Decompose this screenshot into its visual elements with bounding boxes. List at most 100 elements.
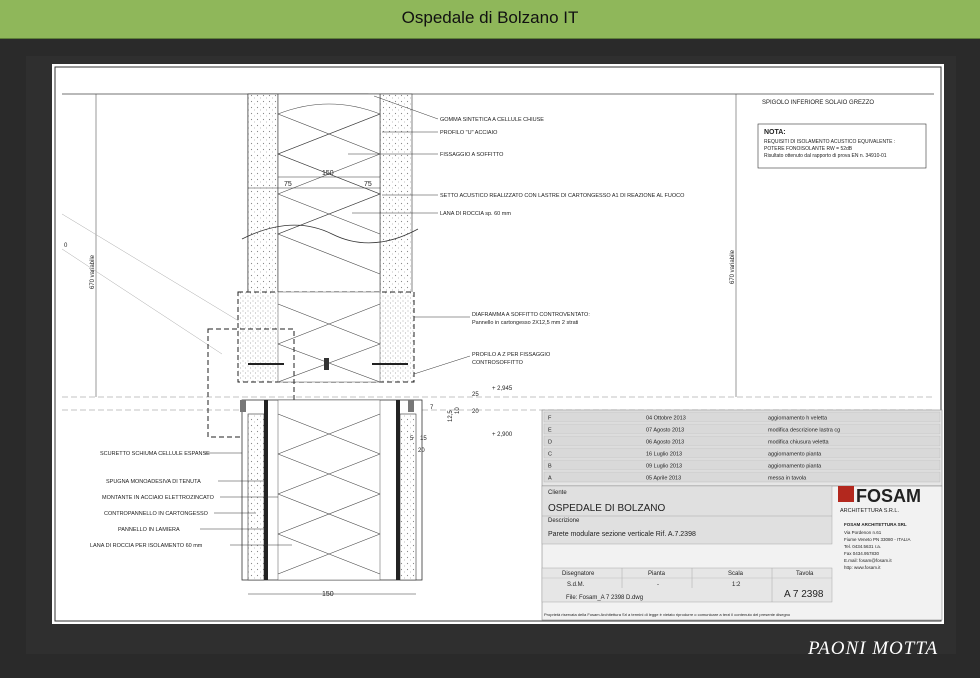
elev-2900: + 2,900 [492, 432, 513, 438]
revision-date: 05 Aprile 2013 [646, 476, 681, 482]
dim-10: 10 [455, 407, 461, 414]
tavola-label: Tavola [796, 571, 814, 577]
elev-2945: + 2,945 [492, 386, 513, 392]
drawing-sheet: SPIGOLO INFERIORE SOLAIO GREZZO 670 vari… [52, 64, 944, 624]
dim-25: 25 [472, 392, 479, 398]
company-tel: Tel. 0434.5631 r.a. [844, 544, 881, 549]
pianta-label: Pianta [648, 571, 666, 577]
label-fissaggio: FISSAGGIO A SOFFITTO [440, 152, 504, 158]
dim-7: 7 [430, 405, 434, 411]
revision-desc: aggiornamento h veletta [768, 416, 828, 422]
left-leaders [200, 452, 292, 546]
note-box [757, 123, 927, 169]
revision-date: 07 Agosto 2013 [646, 428, 684, 434]
panel-left [264, 400, 268, 580]
company-fax: Fax 0434.957830 [844, 551, 880, 556]
revision-desc: modifica chiusura veletta [768, 440, 829, 446]
revision-letter: B [548, 464, 552, 470]
hatch-2 [61, 248, 223, 355]
upper-board-left [247, 93, 279, 295]
section-drawing: SPIGOLO INFERIORE SOLAIO GREZZO 670 vari… [54, 66, 943, 622]
company-web: http: www.fosam.it [844, 565, 881, 570]
logo-text: FOSAM [856, 486, 921, 506]
hatch-1 [61, 213, 253, 330]
dim-150-top: 150 [322, 170, 334, 177]
descrizione-value: Parete modulare sezione verticale Rif. A… [548, 531, 696, 538]
upper-insulation [277, 93, 381, 295]
revision-row: D 06 Agosto 2013 modifica chiusura veletta [543, 435, 941, 447]
label-profilo-z-2: CONTROSOFFITTO [472, 360, 524, 366]
revision-date: 06 Agosto 2013 [646, 440, 684, 446]
dim-zero: 0 [64, 243, 68, 249]
break-line [241, 224, 419, 244]
cliente-label: Cliente [548, 490, 567, 496]
logo-subtitle: ARCHITETTURA S.R.L. [840, 508, 899, 514]
revision-row: A 05 Aprile 2013 messa in tavola [543, 471, 941, 483]
dim-125: 12,5 [448, 410, 454, 422]
company-addr2: Fiume Veneto PN 33080 - ITALIA [844, 537, 910, 542]
label-profilo-u: PROFILO "U" ACCIAIO [440, 130, 498, 136]
revision-row: C 16 Luglio 2013 aggiornamento pianta [543, 447, 941, 459]
note-line3: Risultato ottenuto dal rapporto di prova… [764, 153, 887, 159]
dim-150-bottom: 150 [322, 591, 334, 598]
cliente-value: OSPEDALE DI BOLZANO [548, 503, 665, 514]
dim-75-left: 75 [284, 181, 292, 188]
label-scuretto: SCURETTO SCHIUMA CELLULE ESPANSE [100, 451, 210, 457]
label-diaframma-2: Pannello in cartongesso 2X12,5 mm 2 stra… [472, 320, 578, 326]
right-leaders [348, 95, 471, 375]
dim-var-right: 670 variabile [730, 249, 736, 284]
revision-letter: D [548, 440, 552, 446]
revision-desc: aggiornamento pianta [768, 452, 822, 458]
upper-insulation-waves [277, 103, 381, 275]
title-bar: Ospedale di Bolzano IT [0, 0, 980, 39]
dim-20a: 20 [472, 409, 479, 415]
panel-right [396, 400, 400, 580]
footer-note: Proprietà riservata della Fosam Architet… [544, 612, 791, 617]
revision-letter: C [548, 452, 552, 458]
lower-board-right [399, 413, 417, 581]
label-spigolo: SPIGOLO INFERIORE SOLAIO GREZZO [762, 100, 874, 106]
label-setto: SETTO ACUSTICO REALIZZATO CON LASTRE DI … [440, 193, 685, 199]
dim-5: 5 [410, 436, 414, 442]
revision-desc: modifica descrizione lastra cg [768, 428, 840, 434]
upper-board-right [379, 93, 413, 295]
revision-letter: E [548, 428, 552, 434]
label-contropannello: CONTROPANNELLO IN CARTONGESSO [104, 511, 209, 517]
company-email: E.mail: fosam@fosam.it [844, 558, 892, 563]
signature-text: PAONI MOTTA [808, 638, 939, 659]
title-block: Cliente OSPEDALE DI BOLZANO Descrizione … [541, 485, 943, 621]
fixing-bolt [324, 358, 329, 370]
disegnatore-label: Disegnatore [562, 571, 595, 577]
page-title: Ospedale di Bolzano IT [401, 8, 579, 27]
revision-desc: messa in tavola [768, 476, 807, 482]
label-lana-setto: LANA DI ROCCIA sp. 60 mm [440, 211, 511, 217]
note-title: NOTA: [764, 129, 786, 136]
label-pannello: PANNELLO IN LAMIERA [118, 527, 180, 533]
label-spugna: SPUGNA MONOADESIVA DI TENUTA [106, 479, 201, 485]
label-diaframma-1: DIAFRAMMA A SOFFITTO CONTROVENTATO: [472, 312, 590, 318]
disegnatore-value: S.d.M. [567, 582, 585, 588]
revision-date: 16 Luglio 2013 [646, 452, 682, 458]
label-gomma: GOMMA SINTETICA A CELLULE CHIUSE [440, 117, 544, 123]
company-addr1: Via Pordenon n.61 [844, 530, 882, 535]
pianta-value: - [657, 582, 659, 588]
dim-var-left: 670 variabile [90, 254, 96, 289]
dim-20b: 20 [418, 448, 425, 454]
logo-mark [838, 486, 854, 502]
revision-letter: A [548, 476, 552, 482]
scala-label: Scala [728, 571, 744, 577]
label-profilo-z-1: PROFILO A Z PER FISSAGGIO [472, 352, 551, 358]
file-value: File: Fosam_A 7 2398 D.dwg [566, 595, 643, 601]
dim-75-right: 75 [364, 181, 372, 188]
revision-letter: F [548, 416, 552, 422]
revision-row: E 07 Agosto 2013 modifica descrizione last… [543, 423, 941, 435]
label-lana-iso: LANA DI ROCCIA PER ISOLAMENTO 60 mm [90, 543, 203, 549]
foam-right [408, 400, 414, 412]
note-line1: REQUISITI DI ISOLAMENTO ACUSTICO EQUIVAL… [764, 139, 895, 145]
dim-15: 15 [420, 436, 427, 442]
note-line2: POTERE FONOISOLANTE RW = 52dB [764, 146, 853, 152]
signature: PAONI MOTTA [796, 630, 976, 674]
